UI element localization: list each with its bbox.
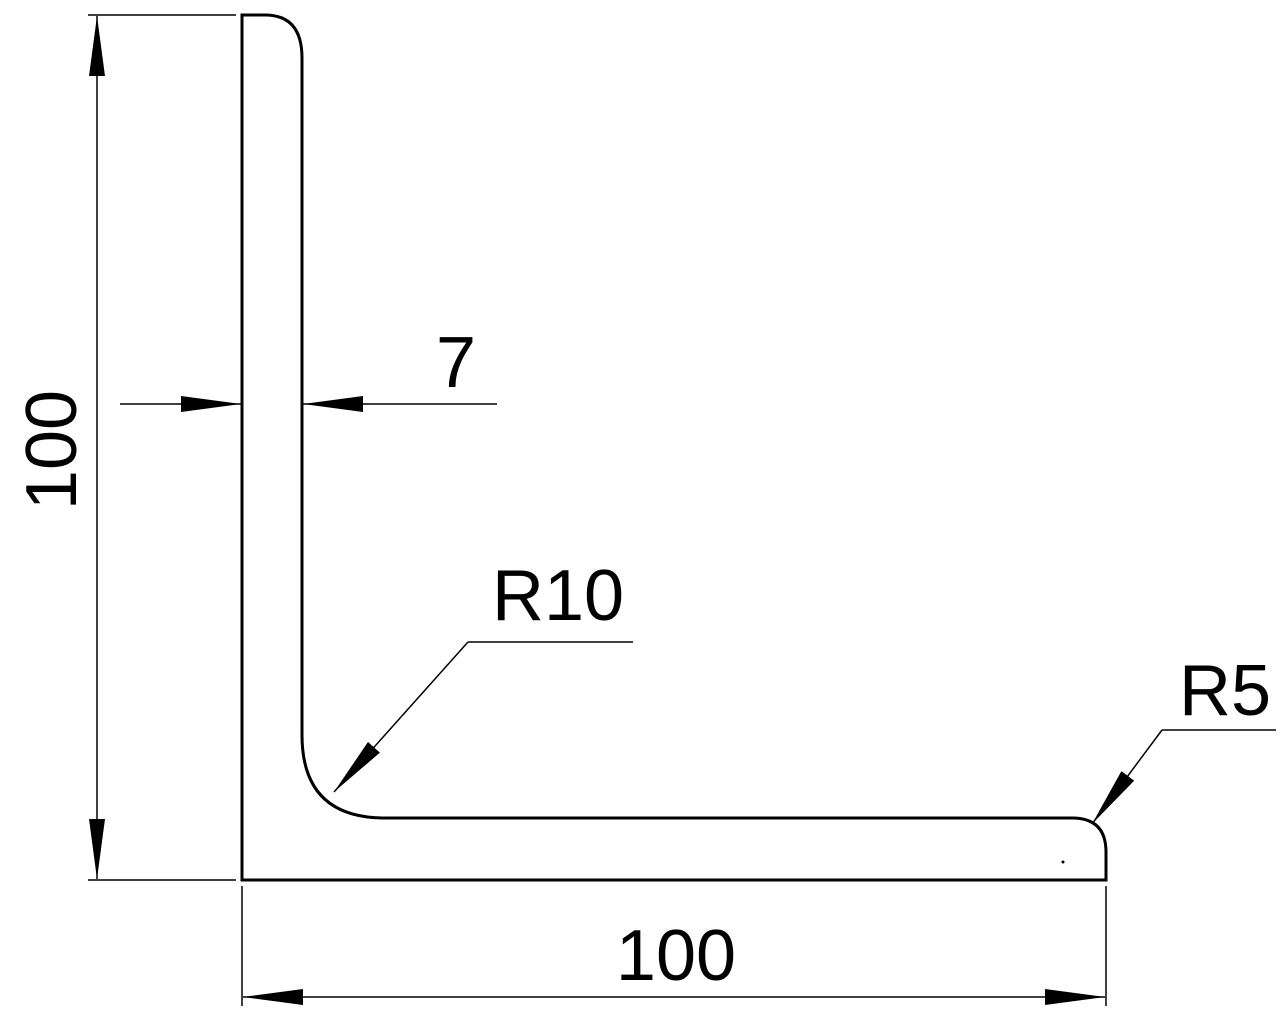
width-dimension-label: 100 <box>616 916 736 996</box>
toe-radius-label: R5 <box>1179 651 1271 731</box>
angle-profile-outline <box>240 13 1108 882</box>
thickness-dimension: 7 <box>120 323 497 412</box>
center-dot <box>1061 860 1065 864</box>
toe-radius-leader: R5 <box>1091 651 1276 825</box>
height-dimension: 100 <box>12 14 236 881</box>
thickness-dimension-label: 7 <box>436 323 476 403</box>
root-radius-label: R10 <box>492 556 624 636</box>
root-radius-leader: R10 <box>333 556 633 793</box>
width-dimension: 100 <box>241 886 1107 1006</box>
height-dimension-label: 100 <box>12 390 92 510</box>
